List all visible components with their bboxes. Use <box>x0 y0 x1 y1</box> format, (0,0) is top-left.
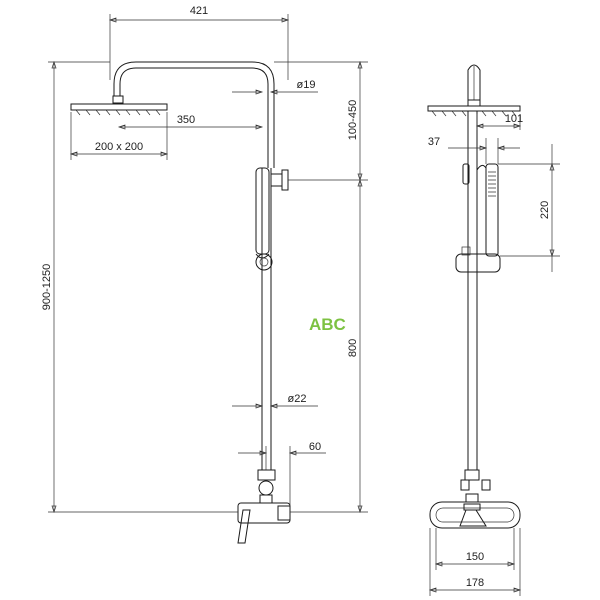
shower-head <box>70 95 168 116</box>
side-view: 101 37 220 150 <box>427 64 560 596</box>
side-mixer <box>460 469 491 503</box>
dimension-side-101: 101 <box>475 113 523 130</box>
dimension-head-offset: 350 <box>117 114 264 130</box>
dim-800-label: 800 <box>347 339 359 357</box>
dim-900-1250-label: 900-1250 <box>41 264 53 311</box>
dim-350-label: 350 <box>177 114 195 126</box>
side-hand-shower <box>462 163 499 257</box>
dimension-pipe-22: ø22 <box>232 393 318 409</box>
watermark: ABC <box>309 315 346 334</box>
dimension-head-height: 100-450 <box>274 60 368 182</box>
dimension-side-178: 178 <box>428 528 522 596</box>
side-shelf <box>429 501 521 529</box>
front-view: 421 900-1250 200 x 200 350 <box>41 5 368 544</box>
dim-220-label: 220 <box>539 201 551 219</box>
dimension-pipe-19: ø19 <box>232 79 318 95</box>
dim-150-label: 150 <box>466 551 484 563</box>
dim-o22-label: ø22 <box>288 393 307 405</box>
dimension-side-37: 37 <box>428 136 520 164</box>
dim-101-label: 101 <box>505 113 523 125</box>
dim-178-label: 178 <box>466 577 484 589</box>
dimension-total-height: 900-1250 <box>41 60 238 514</box>
hand-shower <box>255 167 273 271</box>
mixer-valve <box>237 469 291 544</box>
side-arm-top <box>467 64 481 100</box>
dim-60-label: 60 <box>309 441 321 453</box>
side-riser-pipe <box>467 111 478 470</box>
dim-o19-label: ø19 <box>297 79 316 91</box>
side-shower-head <box>427 99 521 117</box>
watermark-abc: ABC <box>309 315 346 334</box>
wall-bracket <box>270 169 289 191</box>
dimension-rail-height: 800 <box>290 178 368 514</box>
riser-pipe <box>261 168 272 470</box>
side-slide-holder <box>455 246 501 273</box>
dim-200x200-label: 200 x 200 <box>95 141 143 153</box>
shower-arm <box>113 61 275 168</box>
dimension-mixer-offset: 60 <box>238 441 326 506</box>
dim-421-label: 421 <box>190 5 208 17</box>
dimension-side-220: 220 <box>498 144 560 272</box>
dimension-head-size: 200 x 200 <box>69 112 169 160</box>
dimension-side-150: 150 <box>434 528 516 570</box>
dim-100-450-label: 100-450 <box>347 100 359 140</box>
dimension-arm-width: 421 <box>108 5 290 80</box>
dim-37-label: 37 <box>428 136 440 148</box>
